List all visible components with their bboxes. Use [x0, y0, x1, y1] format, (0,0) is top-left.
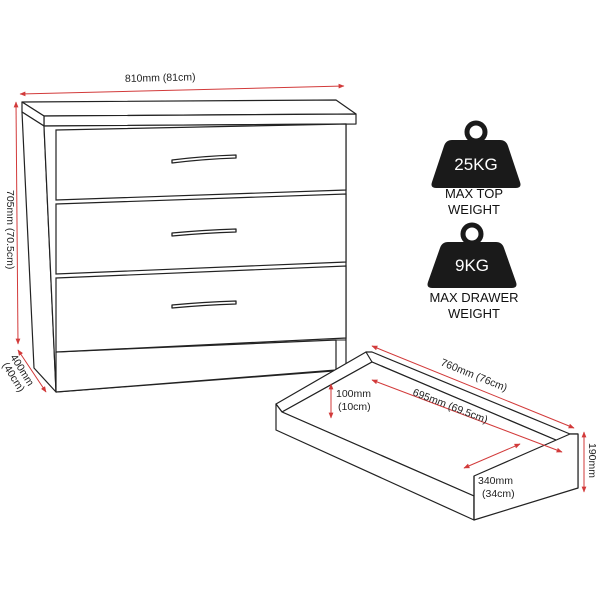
max-top-weight-label-line2: WEIGHT	[448, 202, 500, 217]
chest-width-dimension: 810mm (81cm)	[19, 71, 345, 97]
drawer-inner-height-label-line2: (10cm)	[338, 401, 371, 413]
chest-height-dimension: 705mm (70.5cm)	[4, 101, 21, 345]
max-top-weight-label-line1: MAX TOP	[445, 186, 503, 201]
chest-top-surface	[21, 99, 357, 117]
drawer-front-top	[55, 123, 347, 201]
drawer-handle-middle	[171, 228, 237, 237]
chest-height-label: 705mm (70.5cm)	[4, 190, 16, 269]
drawer-outer-height-label: 190mm	[586, 443, 598, 478]
drawer-inner-depth-label-line1: 340mm	[478, 475, 513, 487]
weight-icon	[427, 222, 517, 288]
chest-width-label: 810mm (81cm)	[125, 71, 196, 85]
drawer-outer-height-dimension: 190mm	[581, 431, 598, 493]
max-drawer-weight-label-line1: MAX DRAWER	[429, 290, 518, 305]
drawer-inner-height-label-line1: 100mm	[336, 388, 371, 400]
drawer-front-bottom	[55, 265, 347, 353]
drawer-handle-top	[171, 154, 237, 164]
open-drawer	[275, 351, 579, 521]
max-top-weight-badge: 25KG MAX TOP WEIGHT	[431, 120, 521, 217]
max-drawer-weight-label-line2: WEIGHT	[448, 306, 500, 321]
max-drawer-weight-value: 9KG	[455, 256, 489, 275]
drawer-inner-depth-label-line2: (34cm)	[482, 488, 515, 500]
chest-of-drawers	[21, 99, 357, 393]
drawer-handle-bottom	[171, 300, 237, 309]
drawer-inner-height-dimension: 100mm (10cm)	[328, 383, 371, 419]
max-drawer-weight-badge: 9KG MAX DRAWER WEIGHT	[427, 222, 519, 321]
weight-icon	[431, 120, 521, 188]
drawer-inner-depth-dimension: 340mm (34cm)	[463, 443, 521, 500]
max-top-weight-value: 25KG	[454, 155, 497, 174]
